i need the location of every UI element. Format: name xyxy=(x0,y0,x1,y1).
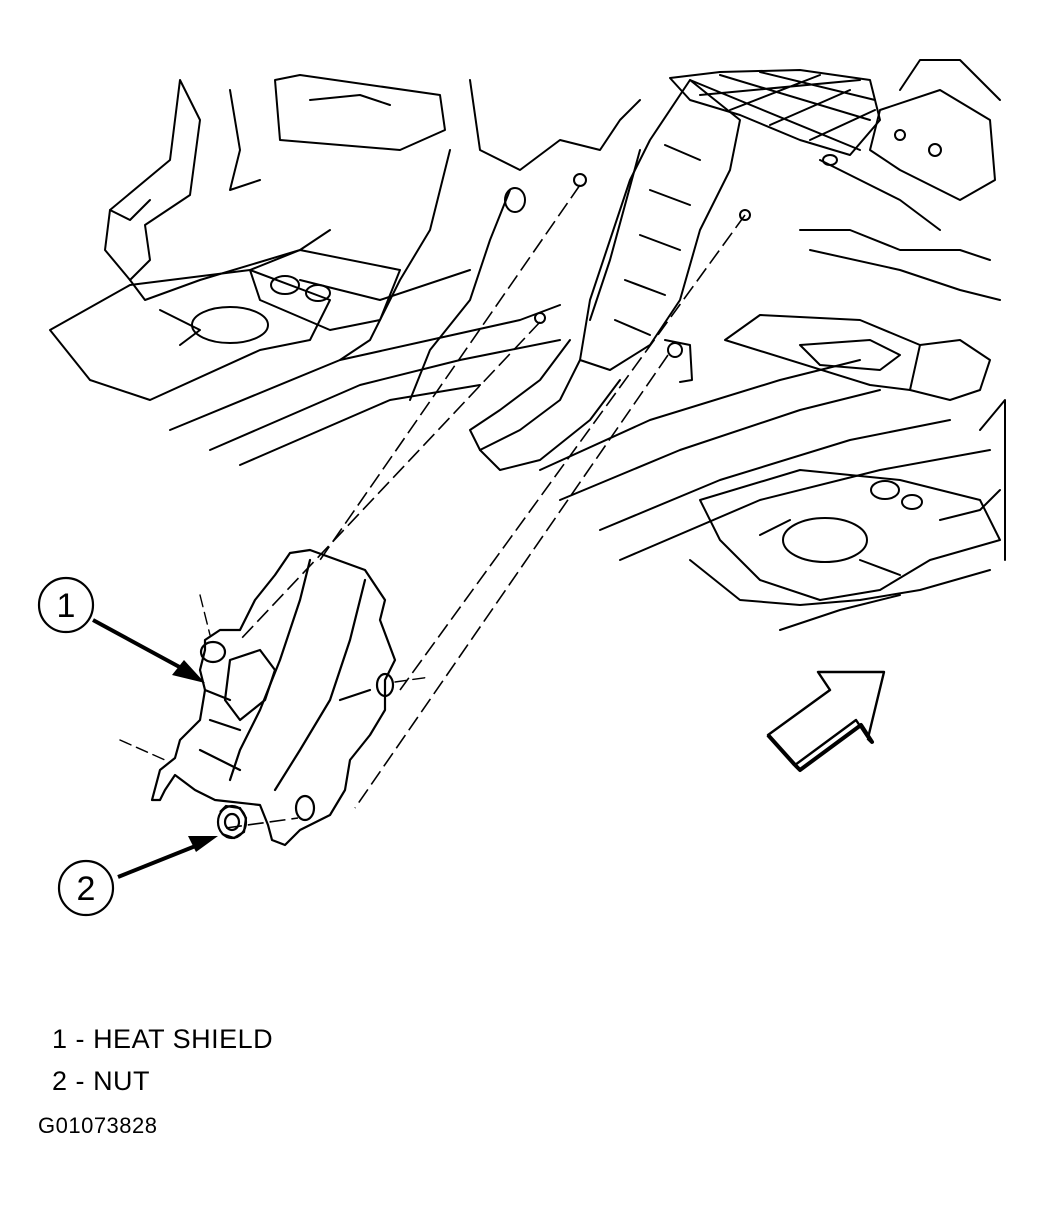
callout-2-circle xyxy=(57,859,115,917)
figure-id: G01073828 xyxy=(38,1113,158,1138)
alignment-line-stud-right xyxy=(354,354,669,809)
callout-2: 2 xyxy=(57,836,218,917)
legend-item-number: 1 xyxy=(52,1024,68,1054)
vehicle-underbody-floor-pan xyxy=(49,59,1006,631)
callout-1-circle xyxy=(37,576,95,634)
alignment-line-stud-left xyxy=(319,184,581,561)
legend-item-nut: 2 - NUT xyxy=(52,1060,273,1102)
alignment-line-stud-upper xyxy=(239,321,541,641)
callout-2-number: 2 xyxy=(77,870,96,908)
alignment-line-stud-mid xyxy=(399,214,746,691)
callout-2-leader xyxy=(117,843,199,879)
legend-item-separator: - xyxy=(75,1066,86,1096)
legend-item-heat-shield: 1 - HEAT SHIELD xyxy=(52,1018,273,1060)
callout-1-number: 1 xyxy=(57,587,76,625)
dashed-alignment-lines xyxy=(225,184,746,829)
parts-legend: 1 - HEAT SHIELD 2 - NUT xyxy=(52,1018,273,1102)
exploded-view-diagram: 1 2 xyxy=(37,59,1006,917)
legend-item-number: 2 xyxy=(52,1066,68,1096)
nut-part xyxy=(216,804,248,840)
callout-1-arrowhead xyxy=(172,660,205,683)
legend-item-label: HEAT SHIELD xyxy=(93,1024,274,1054)
callout-2-arrowhead xyxy=(188,836,218,852)
legend-item-label: NUT xyxy=(93,1066,151,1096)
front-direction-arrow-icon xyxy=(766,670,886,772)
heat-shield-part xyxy=(119,548,431,847)
callout-1-leader xyxy=(92,618,186,672)
legend-item-separator: - xyxy=(75,1024,86,1054)
callout-1: 1 xyxy=(37,576,205,683)
